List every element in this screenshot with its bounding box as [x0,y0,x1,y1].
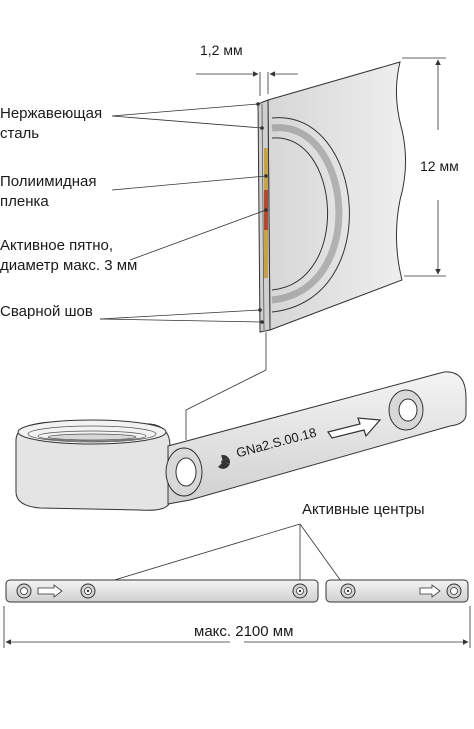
active-centers-label: Активные центры [302,501,425,518]
weld-groove [271,124,343,304]
cross-section-detail [99,57,446,440]
active-spot-label-line1: Активное пятно, [0,237,113,254]
coiled-strip [15,371,467,511]
active-centers-leaders [87,523,347,589]
active-center-3 [340,583,356,599]
active-center-1 [80,583,96,599]
thickness-dimension [196,71,298,96]
thickness-label: 1,2 мм [200,42,243,58]
radiation-icon [218,455,230,469]
straight-strip [5,579,469,603]
leader-dots [256,102,268,324]
strip-hole-left-end [16,583,32,599]
polyimide-label-line1: Полиимидная [0,173,97,190]
stainless-steel-label-line2: сталь [0,125,40,142]
length-dimension [3,606,471,648]
active-spot-label-line2: диаметр макс. 3 мм [0,257,138,274]
strip-hole-right-end [446,583,462,599]
width-label: 12 мм [420,158,459,174]
polyimide-label-line2: пленка [0,193,49,210]
length-label: макс. 2100 мм [194,623,294,640]
plate-face [267,61,407,331]
active-center-2 [292,583,308,599]
stainless-steel-label-line1: Нержавеющая [0,105,103,122]
weld-seam-label: Сварной шов [0,303,93,320]
strip-arrow-left [37,584,63,598]
width-dimension [402,57,446,277]
leader-lines [99,103,267,323]
strip-arrow-right [419,584,441,598]
direction-arrow [327,417,382,439]
